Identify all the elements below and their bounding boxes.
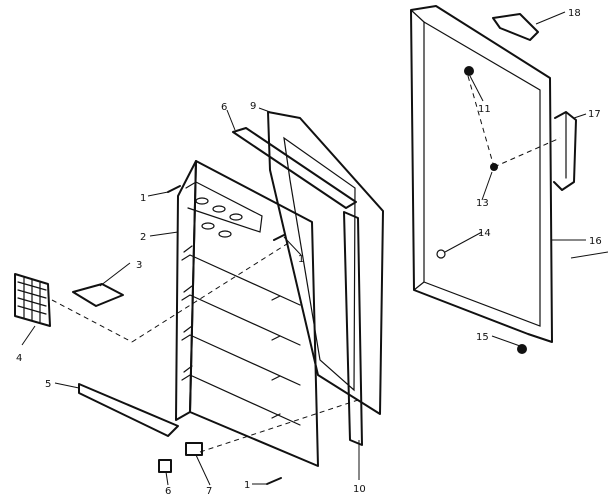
breaker-strip-top — [232, 127, 357, 209]
callout-10: 10 — [353, 484, 366, 495]
callout-labels: 1 1 1 2 3 4 5 6 6 7 9 10 11 13 14 15 16 … — [16, 8, 602, 497]
callout-1-mid: 1 — [298, 254, 304, 265]
callout-15: 15 — [476, 332, 489, 343]
clip-6-bottom — [158, 459, 172, 473]
leader-lines — [21, 11, 608, 486]
breaker-strip-vertical-10 — [343, 211, 363, 446]
strip-5 — [78, 383, 179, 437]
grille-4 — [14, 273, 51, 327]
door-handle-top — [492, 13, 539, 41]
spacer-15 — [517, 344, 527, 354]
spacer-14 — [436, 249, 446, 259]
callout-6-top: 6 — [221, 102, 227, 113]
callout-7: 7 — [206, 486, 212, 497]
callout-4: 4 — [16, 353, 22, 364]
callout-2: 2 — [140, 232, 146, 243]
callout-11: 11 — [478, 104, 491, 115]
plug-button-11 — [464, 66, 474, 76]
alignment-lines — [51, 75, 561, 453]
callout-1-top: 1 — [140, 193, 146, 204]
door-gasket — [267, 111, 384, 415]
door-handle-side — [553, 111, 577, 191]
butter-cover-3 — [72, 283, 124, 307]
screw-1-top — [167, 185, 181, 193]
callout-9: 9 — [250, 101, 256, 112]
callout-14: 14 — [478, 228, 491, 239]
callout-13: 13 — [476, 198, 489, 209]
callout-18: 18 — [568, 8, 581, 19]
callout-3: 3 — [136, 260, 142, 271]
inner-door-liner — [175, 160, 319, 467]
callout-6-bottom: 6 — [165, 486, 171, 497]
screw-1-bottom — [266, 477, 282, 485]
screw-1-mid — [273, 234, 285, 241]
latch-7 — [185, 442, 203, 456]
callout-16: 16 — [589, 236, 602, 247]
outer-door-panel — [410, 5, 553, 343]
callout-1-bottom: 1 — [244, 480, 250, 491]
callout-5: 5 — [45, 379, 51, 390]
callout-17: 17 — [588, 109, 601, 120]
